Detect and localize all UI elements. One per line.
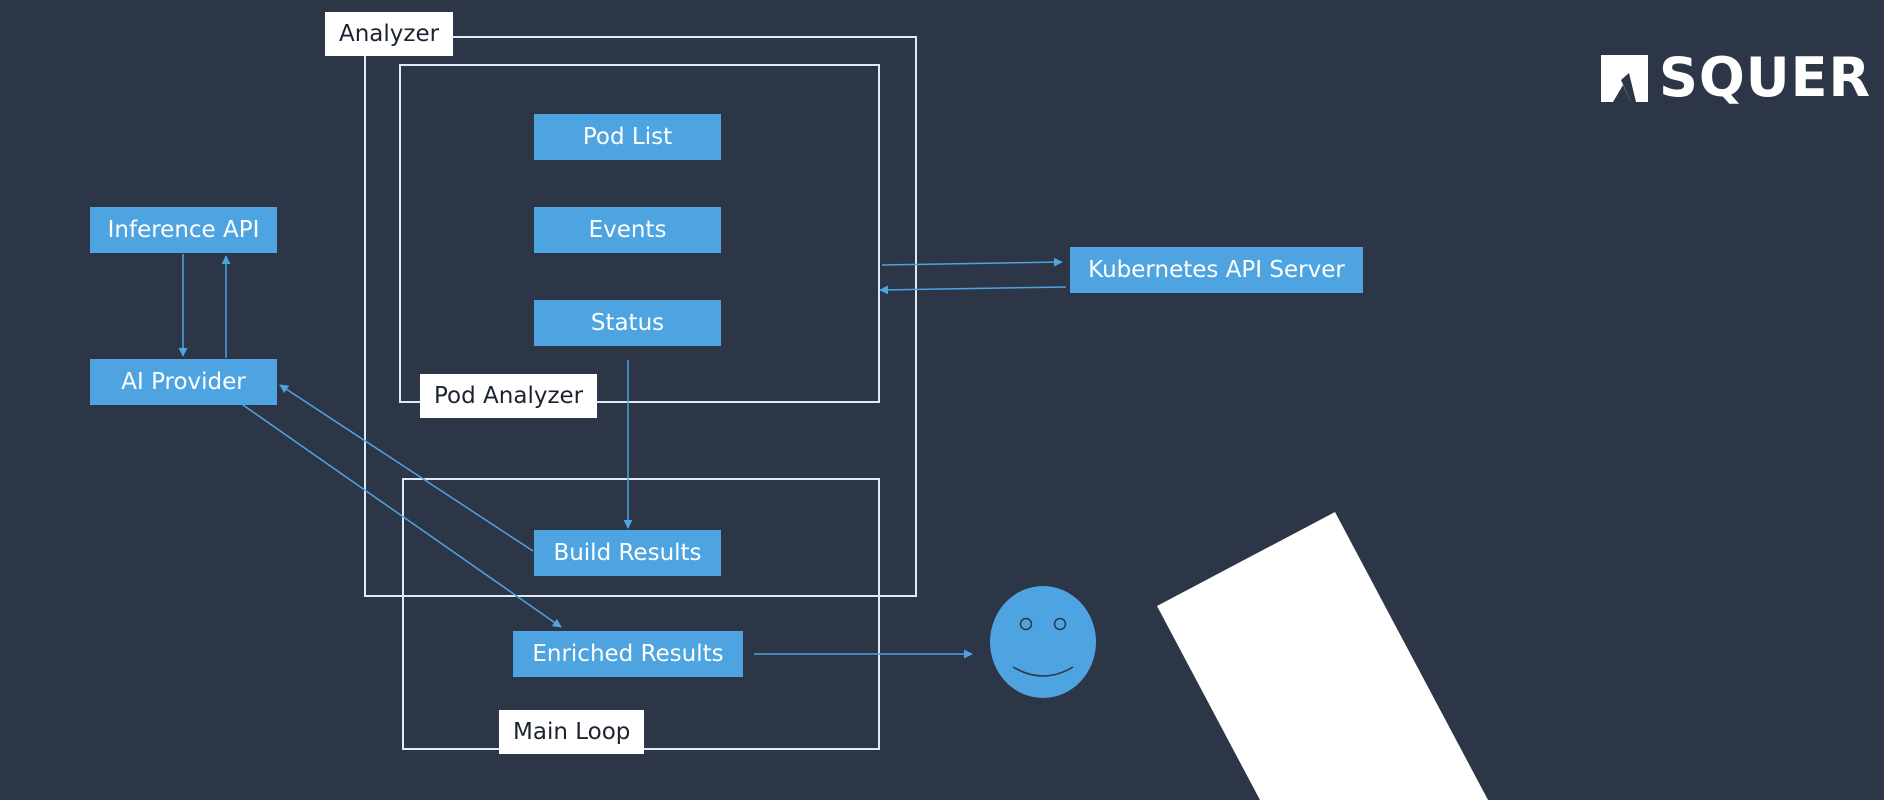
- events-node: Events: [534, 207, 721, 253]
- inference-api-node: Inference API: [90, 207, 277, 253]
- pod-list-node: Pod List: [534, 114, 721, 160]
- analyzer-label: Analyzer: [325, 12, 454, 56]
- main-loop-label: Main Loop: [499, 710, 645, 754]
- status-node: Status: [534, 300, 721, 346]
- kubernetes-api-server-node: Kubernetes API Server: [1070, 247, 1363, 293]
- arrow-pod-analyzer-to-k8s: [881, 257, 1063, 267]
- brand-name: SQUER: [1659, 46, 1872, 109]
- smiley-face-icon: [990, 586, 1096, 698]
- build-results-node: Build Results: [534, 530, 721, 576]
- arrow-build-results-to-ai-provider: [279, 384, 534, 552]
- analyzer-frame: [364, 36, 917, 597]
- pod-analyzer-label: Pod Analyzer: [420, 374, 598, 418]
- pod-analyzer-frame: [399, 64, 880, 403]
- enriched-results-node: Enriched Results: [513, 631, 743, 677]
- brand-logo: SQUER: [1601, 46, 1872, 109]
- ai-provider-node: AI Provider: [90, 359, 277, 405]
- squer-logo-mark-icon: [1601, 54, 1648, 102]
- arrow-ai-provider-to-enriched-results: [242, 404, 562, 628]
- arrow-k8s-to-pod-analyzer: [879, 285, 1067, 295]
